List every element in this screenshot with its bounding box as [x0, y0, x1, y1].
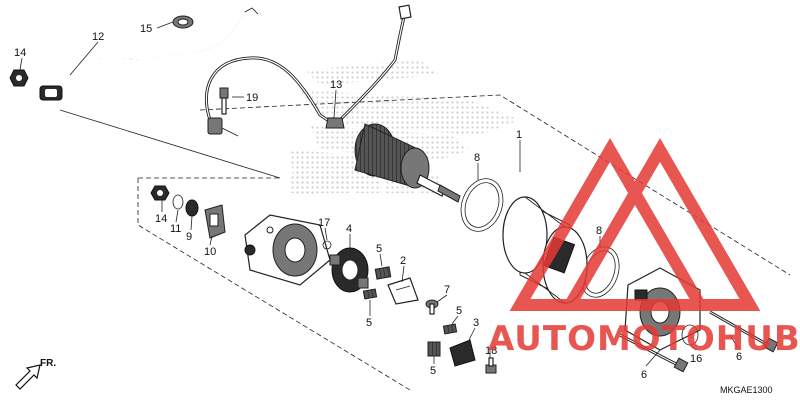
- spring-5d: [427, 341, 441, 357]
- callout-4: 4: [346, 223, 352, 235]
- callout-1: 1: [516, 129, 522, 141]
- callout-11: 11: [170, 223, 181, 235]
- cable-terminal: [39, 85, 63, 101]
- callout-16: 16: [690, 353, 702, 365]
- spring-5b: [362, 288, 378, 300]
- callout-13: 13: [330, 79, 342, 91]
- o-ring-16: [681, 324, 699, 346]
- bolt-7: [425, 299, 439, 315]
- washer-11: [172, 194, 184, 210]
- clamp-13: [325, 117, 345, 129]
- o-ring-8-left: [460, 178, 504, 232]
- callout-6b: 6: [736, 351, 742, 363]
- long-bolt-6-right: [709, 310, 779, 353]
- callout-8b: 8: [596, 225, 602, 237]
- callout-14b: 14: [155, 213, 167, 225]
- callouts: 14 12 15 19 13 1 8 8 14 11 9 10 17 4 5 2…: [14, 23, 742, 381]
- wing-logo-halftone-icon: [290, 60, 520, 195]
- callout-19: 19: [246, 92, 258, 104]
- callout-5c: 5: [456, 305, 462, 317]
- callout-17: 17: [318, 217, 330, 229]
- callout-10: 10: [204, 246, 216, 258]
- callout-14a: 14: [14, 47, 26, 59]
- callout-12: 12: [92, 31, 104, 43]
- callout-9: 9: [186, 231, 192, 243]
- diagram-code: MKGAE1300: [720, 385, 773, 395]
- assembly-frame-top: [199, 94, 791, 276]
- long-bolt-6-left: [619, 333, 689, 373]
- callout-8a: 8: [474, 152, 480, 164]
- direction-label: FR.: [40, 358, 56, 369]
- callout-3: 3: [473, 317, 479, 329]
- brush-plate-2: [387, 277, 419, 305]
- ground-terminal: [207, 117, 239, 137]
- screw-18: [485, 357, 497, 374]
- nut-14-stack: [150, 185, 170, 201]
- callout-5d: 5: [430, 365, 436, 377]
- leader-line: [59, 109, 281, 179]
- leader-lines: [19, 21, 739, 367]
- bolt-19: [219, 87, 229, 115]
- front-cover: [244, 214, 331, 286]
- spring-5a: [374, 266, 392, 280]
- nut-9: [185, 199, 199, 217]
- front-direction-arrow-icon: FR.: [15, 358, 56, 390]
- callout-7: 7: [444, 284, 450, 296]
- watermark-brand-text: AUTOMOTOHUB: [488, 319, 800, 359]
- brush-holder-4: [329, 247, 369, 293]
- armature: [354, 123, 461, 203]
- callout-5a: 5: [376, 243, 382, 255]
- o-ring-17: [322, 240, 332, 250]
- callout-5b: 5: [366, 317, 372, 329]
- spring-5c: [442, 323, 458, 335]
- watermark: AUTOMOTOHUB: [488, 138, 800, 359]
- callout-18: 18: [485, 345, 497, 357]
- callout-15: 15: [140, 23, 152, 35]
- callout-6a: 6: [641, 369, 647, 381]
- assembly-frame-left: [137, 178, 411, 391]
- cable-grommet: [172, 15, 194, 29]
- callout-2: 2: [400, 255, 406, 267]
- triangle-mountain-logo-icon: [509, 138, 761, 311]
- nut-14-top: [9, 69, 29, 87]
- terminal-3: [449, 339, 476, 367]
- terminal-10: [204, 204, 226, 239]
